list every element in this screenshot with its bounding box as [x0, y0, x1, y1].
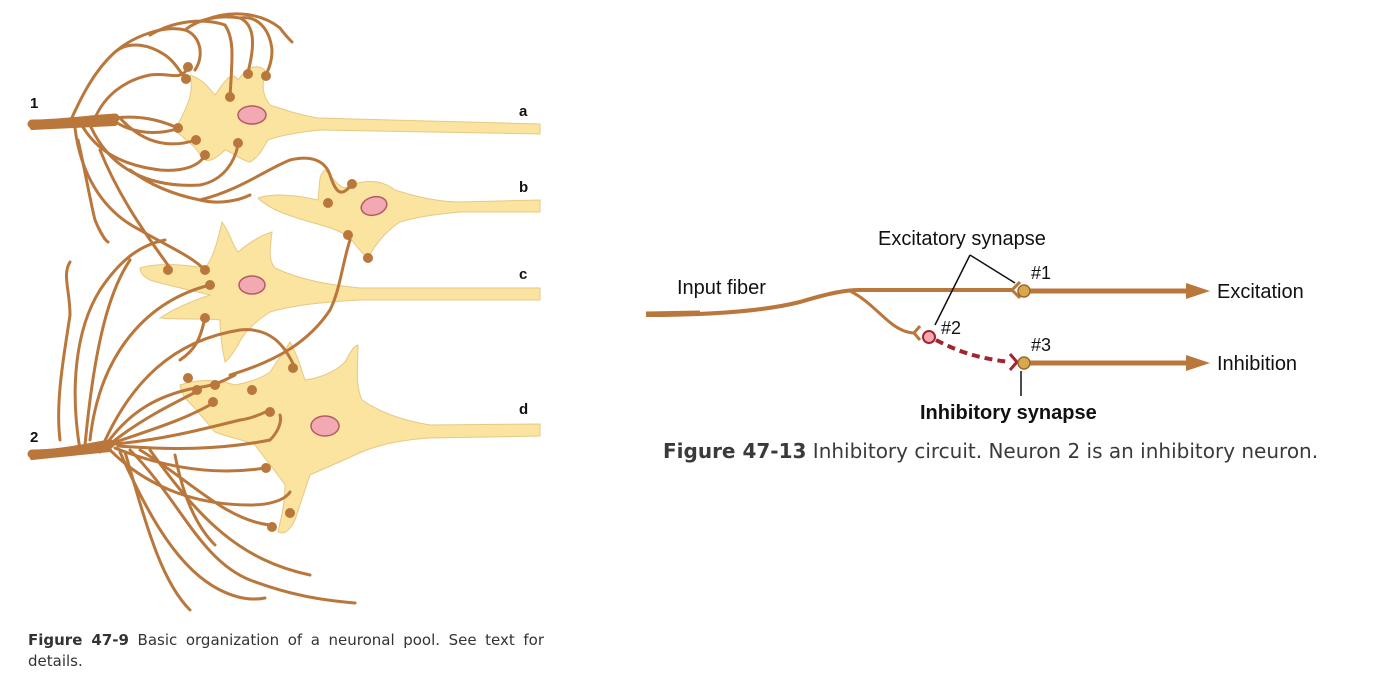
caption-text: Basic organization of a neuronal pool. S… — [28, 631, 544, 670]
neuron-b — [257, 169, 541, 259]
input-fiber-1 — [27, 12, 354, 272]
terminal-knob — [173, 123, 183, 133]
neuron-2-body — [922, 330, 936, 344]
excitatory-leader-lines — [934, 254, 1016, 326]
nucleus-d — [310, 415, 340, 437]
excitation-arrowhead — [1186, 283, 1210, 299]
terminal-knob — [247, 385, 257, 395]
neuron-a — [174, 66, 541, 163]
terminal-knob — [323, 198, 333, 208]
synaptic-terminals — [163, 62, 373, 532]
terminal-knob — [347, 179, 357, 189]
synapse-fork-1 — [1009, 280, 1022, 300]
terminal-knob — [200, 265, 210, 275]
output-label-b: b — [519, 179, 528, 196]
output-label-d: d — [519, 401, 528, 418]
terminal-knob — [205, 280, 215, 290]
excitatory-synapse-label: Excitatory synapse — [878, 228, 1046, 250]
inhibition-label: Inhibition — [1217, 353, 1297, 375]
neuron-3-body — [1017, 356, 1031, 370]
terminal-knob — [210, 380, 220, 390]
excitation-label: Excitation — [1217, 281, 1304, 303]
terminal-knob — [261, 463, 271, 473]
nucleus-a — [237, 105, 267, 125]
figure-47-9-caption: Figure 47-9 Basic organization of a neur… — [28, 630, 544, 672]
nucleus-b — [360, 195, 388, 217]
figure-47-13-caption: Figure 47-13 Inhibitory circuit. Neuron … — [663, 438, 1363, 464]
terminal-knob — [363, 253, 373, 263]
terminal-knob — [200, 313, 210, 323]
synapse-fork-2 — [912, 325, 922, 341]
caption-text: Inhibitory circuit. Neuron 2 is an inhib… — [812, 439, 1319, 463]
inhibitory-synapse-label: Inhibitory synapse — [920, 402, 1097, 424]
input-fiber-label: Input fiber — [677, 277, 766, 299]
terminal-knob — [163, 265, 173, 275]
caption-number: Figure 47-9 — [28, 631, 129, 649]
terminal-knob — [200, 150, 210, 160]
input-label-1: 1 — [30, 95, 38, 112]
terminal-knob — [285, 508, 295, 518]
input-fiber-tail — [645, 310, 701, 317]
inhibition-arrowhead — [1186, 355, 1210, 371]
fiber-branch-to-neuron-2 — [849, 289, 916, 335]
neuron-d — [179, 341, 541, 534]
terminal-knob — [225, 92, 235, 102]
inhibitory-axon — [935, 338, 1011, 364]
terminal-knob — [183, 373, 193, 383]
input-label-2: 2 — [30, 429, 38, 446]
synapse-label-2: #2 — [941, 318, 961, 338]
inhibitory-synapse-fork — [1008, 353, 1019, 371]
neuron-1-body — [1017, 284, 1031, 298]
nucleus-c — [238, 275, 266, 295]
terminal-knob — [261, 71, 271, 81]
terminal-knob — [267, 522, 277, 532]
neuronal-pool-diagram: 1 2 a b c d — [27, 12, 541, 612]
terminal-knob — [191, 135, 201, 145]
input-fiber-2 — [27, 238, 357, 612]
terminal-knob — [343, 230, 353, 240]
terminal-knob — [265, 407, 275, 417]
terminal-knob — [243, 69, 253, 79]
synapse-label-1: #1 — [1031, 263, 1051, 283]
terminal-knob — [288, 363, 298, 373]
neuron-c — [139, 220, 541, 363]
terminal-knob — [208, 397, 218, 407]
output-label-a: a — [519, 103, 528, 120]
terminal-knob — [233, 138, 243, 148]
output-label-c: c — [519, 266, 527, 283]
terminal-knob — [183, 62, 193, 72]
terminal-knob — [181, 74, 191, 84]
inhibitory-circuit-diagram: Input fiber Excitatory synapse #1 #2 #3 … — [645, 228, 1304, 424]
caption-number: Figure 47-13 — [663, 439, 807, 463]
terminal-knob — [192, 385, 202, 395]
synapse-label-3: #3 — [1031, 335, 1051, 355]
